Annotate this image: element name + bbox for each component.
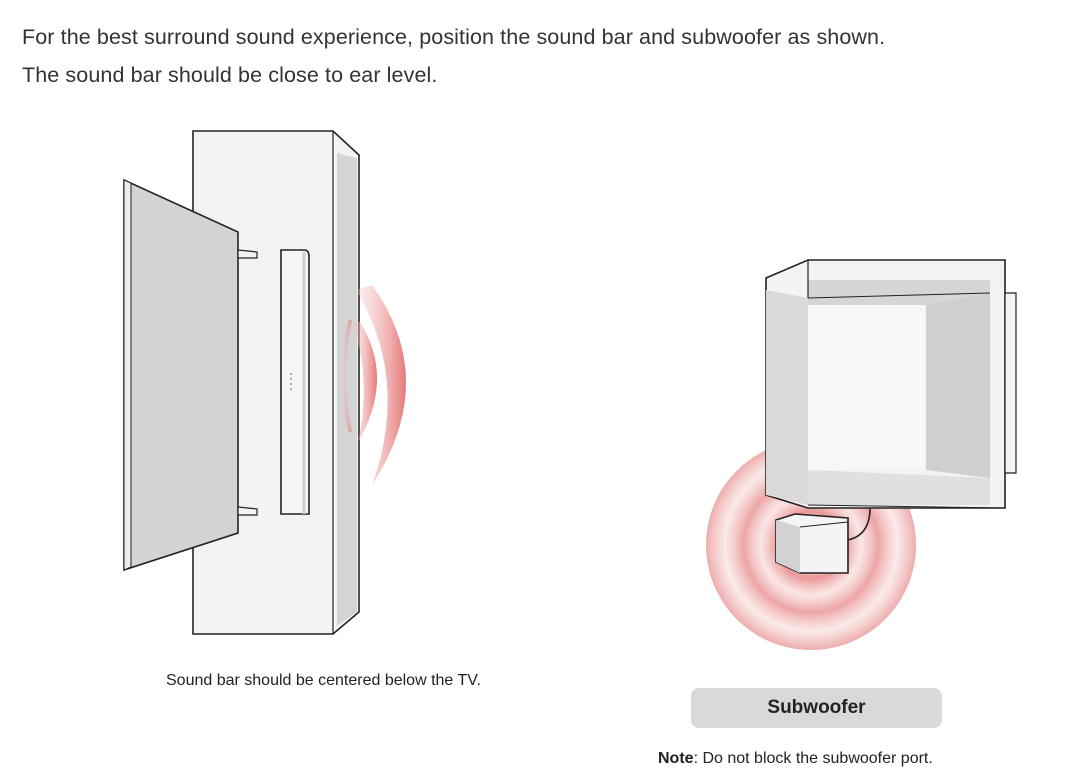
furniture: [765, 259, 1017, 509]
note-prefix: Note: [658, 750, 694, 767]
subwoofer-label: Subwoofer: [767, 697, 866, 718]
subwoofer: [775, 507, 871, 574]
instruction-line-2: The sound bar should be close to ear lev…: [22, 63, 438, 87]
instructions: For the best surround sound experience, …: [22, 18, 1052, 94]
subwoofer-label-badge: Subwoofer: [691, 688, 942, 728]
soundbar-caption: Sound bar should be centered below the T…: [166, 672, 481, 689]
sound-waves: [341, 285, 406, 485]
note-text: : Do not block the subwoofer port.: [693, 750, 933, 767]
tv: [123, 178, 258, 572]
instruction-line-1: For the best surround sound experience, …: [22, 25, 886, 49]
subwoofer-note: Note: Do not block the subwoofer port.: [658, 750, 933, 768]
sound-bar: [280, 249, 310, 515]
sound-bar-indicator-lights: [290, 373, 292, 390]
